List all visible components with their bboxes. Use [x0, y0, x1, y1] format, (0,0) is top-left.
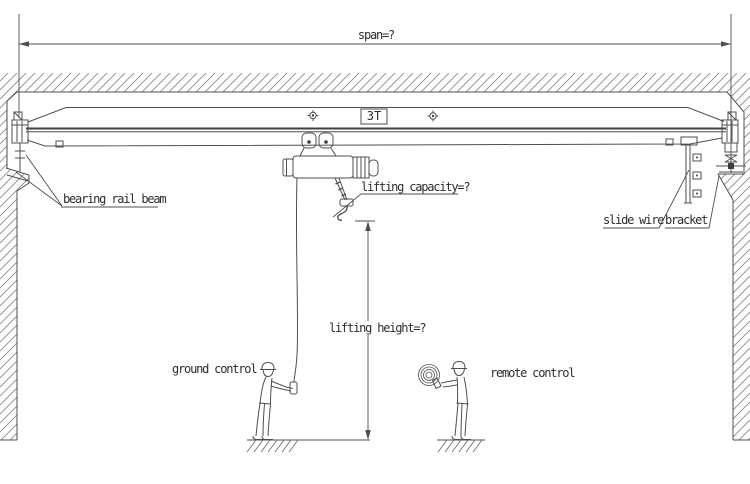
hard-hat-icon	[451, 360, 467, 369]
lifting-capacity-label: lifting capacity=?	[361, 180, 471, 194]
bridge-girder	[26, 107, 726, 148]
current-collector	[716, 142, 746, 173]
ground-hatch-left	[246, 439, 370, 453]
ground-operator	[252, 361, 294, 440]
leader-lines	[15, 154, 720, 229]
span-dimension-label: span=?	[357, 28, 395, 42]
ground-control-label: ground control	[172, 362, 258, 376]
bracket-leader	[665, 175, 720, 229]
target-marker-icon	[427, 110, 439, 122]
crane-hook-icon	[337, 205, 348, 221]
ground-hatch-right	[437, 439, 485, 453]
left-end-truck	[11, 111, 29, 172]
span-dimension	[18, 14, 732, 173]
remote-transmitter	[431, 377, 442, 390]
bearing-rail-beam-label: bearing rail beam	[63, 192, 167, 206]
bracket-label: bracket	[665, 213, 708, 227]
lifting-capacity-leader	[332, 193, 458, 218]
remote-control-label: remote control	[490, 366, 576, 380]
bearing-rail-beam-leader	[15, 154, 158, 208]
left-wall	[0, 73, 30, 441]
right-wall	[717, 73, 750, 441]
slide-wire-label: slide wire	[603, 213, 664, 227]
slide-wire-leader	[603, 169, 690, 229]
slide-wire-assembly	[680, 136, 702, 204]
capacity-rating-box	[360, 108, 388, 125]
hoist-trolley	[282, 132, 379, 179]
capacity-rating-label: 3T	[366, 109, 382, 123]
hard-hat-icon	[260, 361, 276, 370]
lifting-height-label: lifting height=?	[327, 321, 428, 335]
pendant-control	[289, 177, 299, 395]
remote-operator	[418, 360, 471, 440]
hook-and-rope	[334, 177, 354, 221]
ceiling	[17, 73, 727, 93]
target-marker-icon	[307, 110, 319, 121]
radio-waves-icon	[418, 364, 440, 386]
